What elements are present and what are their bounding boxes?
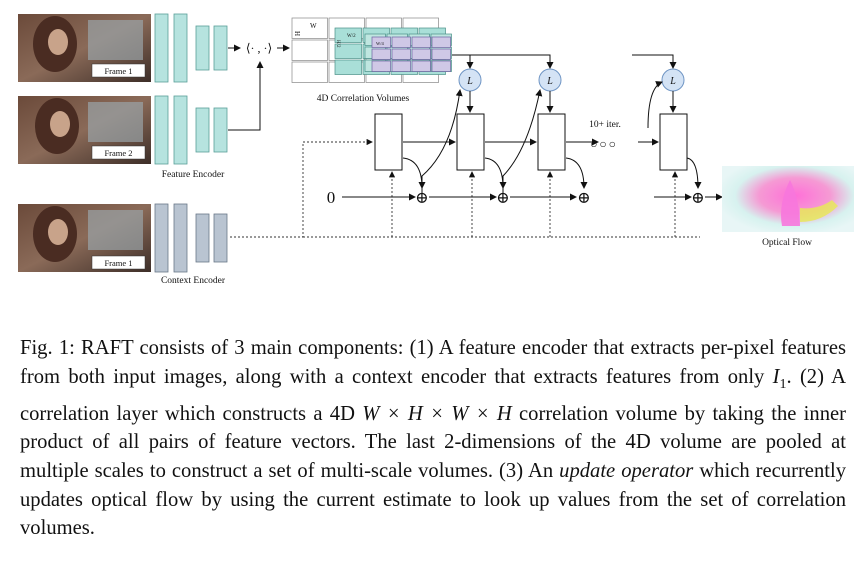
figure-caption: Fig. 1: RAFT consists of 3 main componen… <box>20 334 846 543</box>
input-frame-1: Frame 1 <box>18 14 151 82</box>
caption-symbol: I <box>772 365 780 388</box>
inner-product-symbol: ⟨· , ·⟩ <box>246 41 272 55</box>
update-block-1 <box>374 113 403 171</box>
update-block-2 <box>456 113 485 171</box>
feature-encoder-2 <box>154 95 228 165</box>
input-frame-2: Frame 2 <box>18 96 151 164</box>
optical-flow-label: Optical Flow <box>762 238 812 248</box>
sum-node-4: ⊕ <box>691 190 704 207</box>
volume-w4-label: W/4 <box>376 41 384 46</box>
volume-cell-level-2 <box>334 43 362 59</box>
caption-subscript: 1 <box>779 376 787 392</box>
volume-cell-level-4 <box>431 36 451 48</box>
volume-cell-level-1 <box>291 61 328 83</box>
caption-math: W × H × W × H <box>362 402 512 425</box>
flow-line <box>342 81 723 201</box>
correlation-to-lookup-arrows <box>452 54 677 69</box>
volume-cell-level-4 <box>431 48 451 60</box>
sum-node-2: ⊕ <box>496 190 509 207</box>
volume-cell-level-4 <box>391 48 411 60</box>
volume-w-label: W <box>310 22 317 30</box>
volume-w2-label: W/2 <box>347 34 356 39</box>
sum-nodes: ⊕ ⊕ ⊕ ⊕ <box>415 190 704 207</box>
context-dashed-connections <box>230 138 700 238</box>
volume-cell-level-4 <box>371 60 391 72</box>
caption-emphasis: update operator <box>559 459 694 482</box>
iterations-label: 10+ iter. <box>589 120 621 130</box>
volume-cell-level-4 <box>391 60 411 72</box>
lookup-label: L <box>466 76 473 87</box>
context-encoder <box>154 203 228 273</box>
volume-cell-level-2 <box>334 59 362 75</box>
caption-suffix: which recurrently updates optical flow b… <box>20 459 846 540</box>
lookup-label: L <box>669 76 676 87</box>
optical-flow-output <box>722 166 854 232</box>
sum-node-1: ⊕ <box>415 190 428 207</box>
volume-cell-level-4 <box>411 36 431 48</box>
input-frame-1-context: Frame 1 <box>18 204 151 272</box>
update-block-4 <box>659 113 688 171</box>
correlation-volume-full <box>291 17 452 83</box>
volume-cell-level-4 <box>411 60 431 72</box>
lookup-operator-1: L <box>458 68 482 92</box>
sum-node-3: ⊕ <box>577 190 590 207</box>
caption-middle: . (2) A correlation layer which construc… <box>20 365 846 425</box>
correlation-volumes-label: 4D Correlation Volumes <box>317 94 410 104</box>
raft-architecture-diagram: Frame 1 Frame 2 Frame 1 Feature Encoder <box>18 13 854 286</box>
frame-label: Frame 1 <box>104 66 132 76</box>
lookup-operator-2: L <box>538 68 562 92</box>
volume-cell-level-4 <box>411 48 431 60</box>
initial-flow-zero: 0 <box>327 188 336 207</box>
feature-encoder-label: Feature Encoder <box>162 170 225 180</box>
volume-cell-level-4 <box>371 36 391 48</box>
iterations-ellipsis: ○○○ <box>590 137 618 151</box>
feature-arrow-bottom <box>228 61 264 131</box>
frame-label: Frame 2 <box>104 148 132 158</box>
volume-cell-level-4 <box>371 48 391 60</box>
caption-prefix: Fig. 1: RAFT consists of 3 main componen… <box>20 337 846 388</box>
caption-after-math: correlation volume by taking the inner p… <box>20 402 846 482</box>
volume-cell-level-4 <box>431 60 451 72</box>
lookup-label: L <box>546 76 553 87</box>
volume-cell-level-4 <box>391 36 411 48</box>
lookup-to-update-arrows <box>466 91 677 113</box>
feature-encoder-1 <box>154 13 228 83</box>
volume-h-label: H <box>293 31 301 36</box>
volume-cell-level-1 <box>291 39 328 61</box>
volume-cell-level-2 <box>334 27 362 43</box>
frame-label: Frame 1 <box>104 258 132 268</box>
volume-h2-label: H/2 <box>335 40 340 48</box>
context-encoder-label: Context Encoder <box>161 276 226 286</box>
volume-cell-level-1 <box>291 17 328 39</box>
lookup-operator-3: L <box>661 68 685 92</box>
update-block-3 <box>537 113 566 171</box>
